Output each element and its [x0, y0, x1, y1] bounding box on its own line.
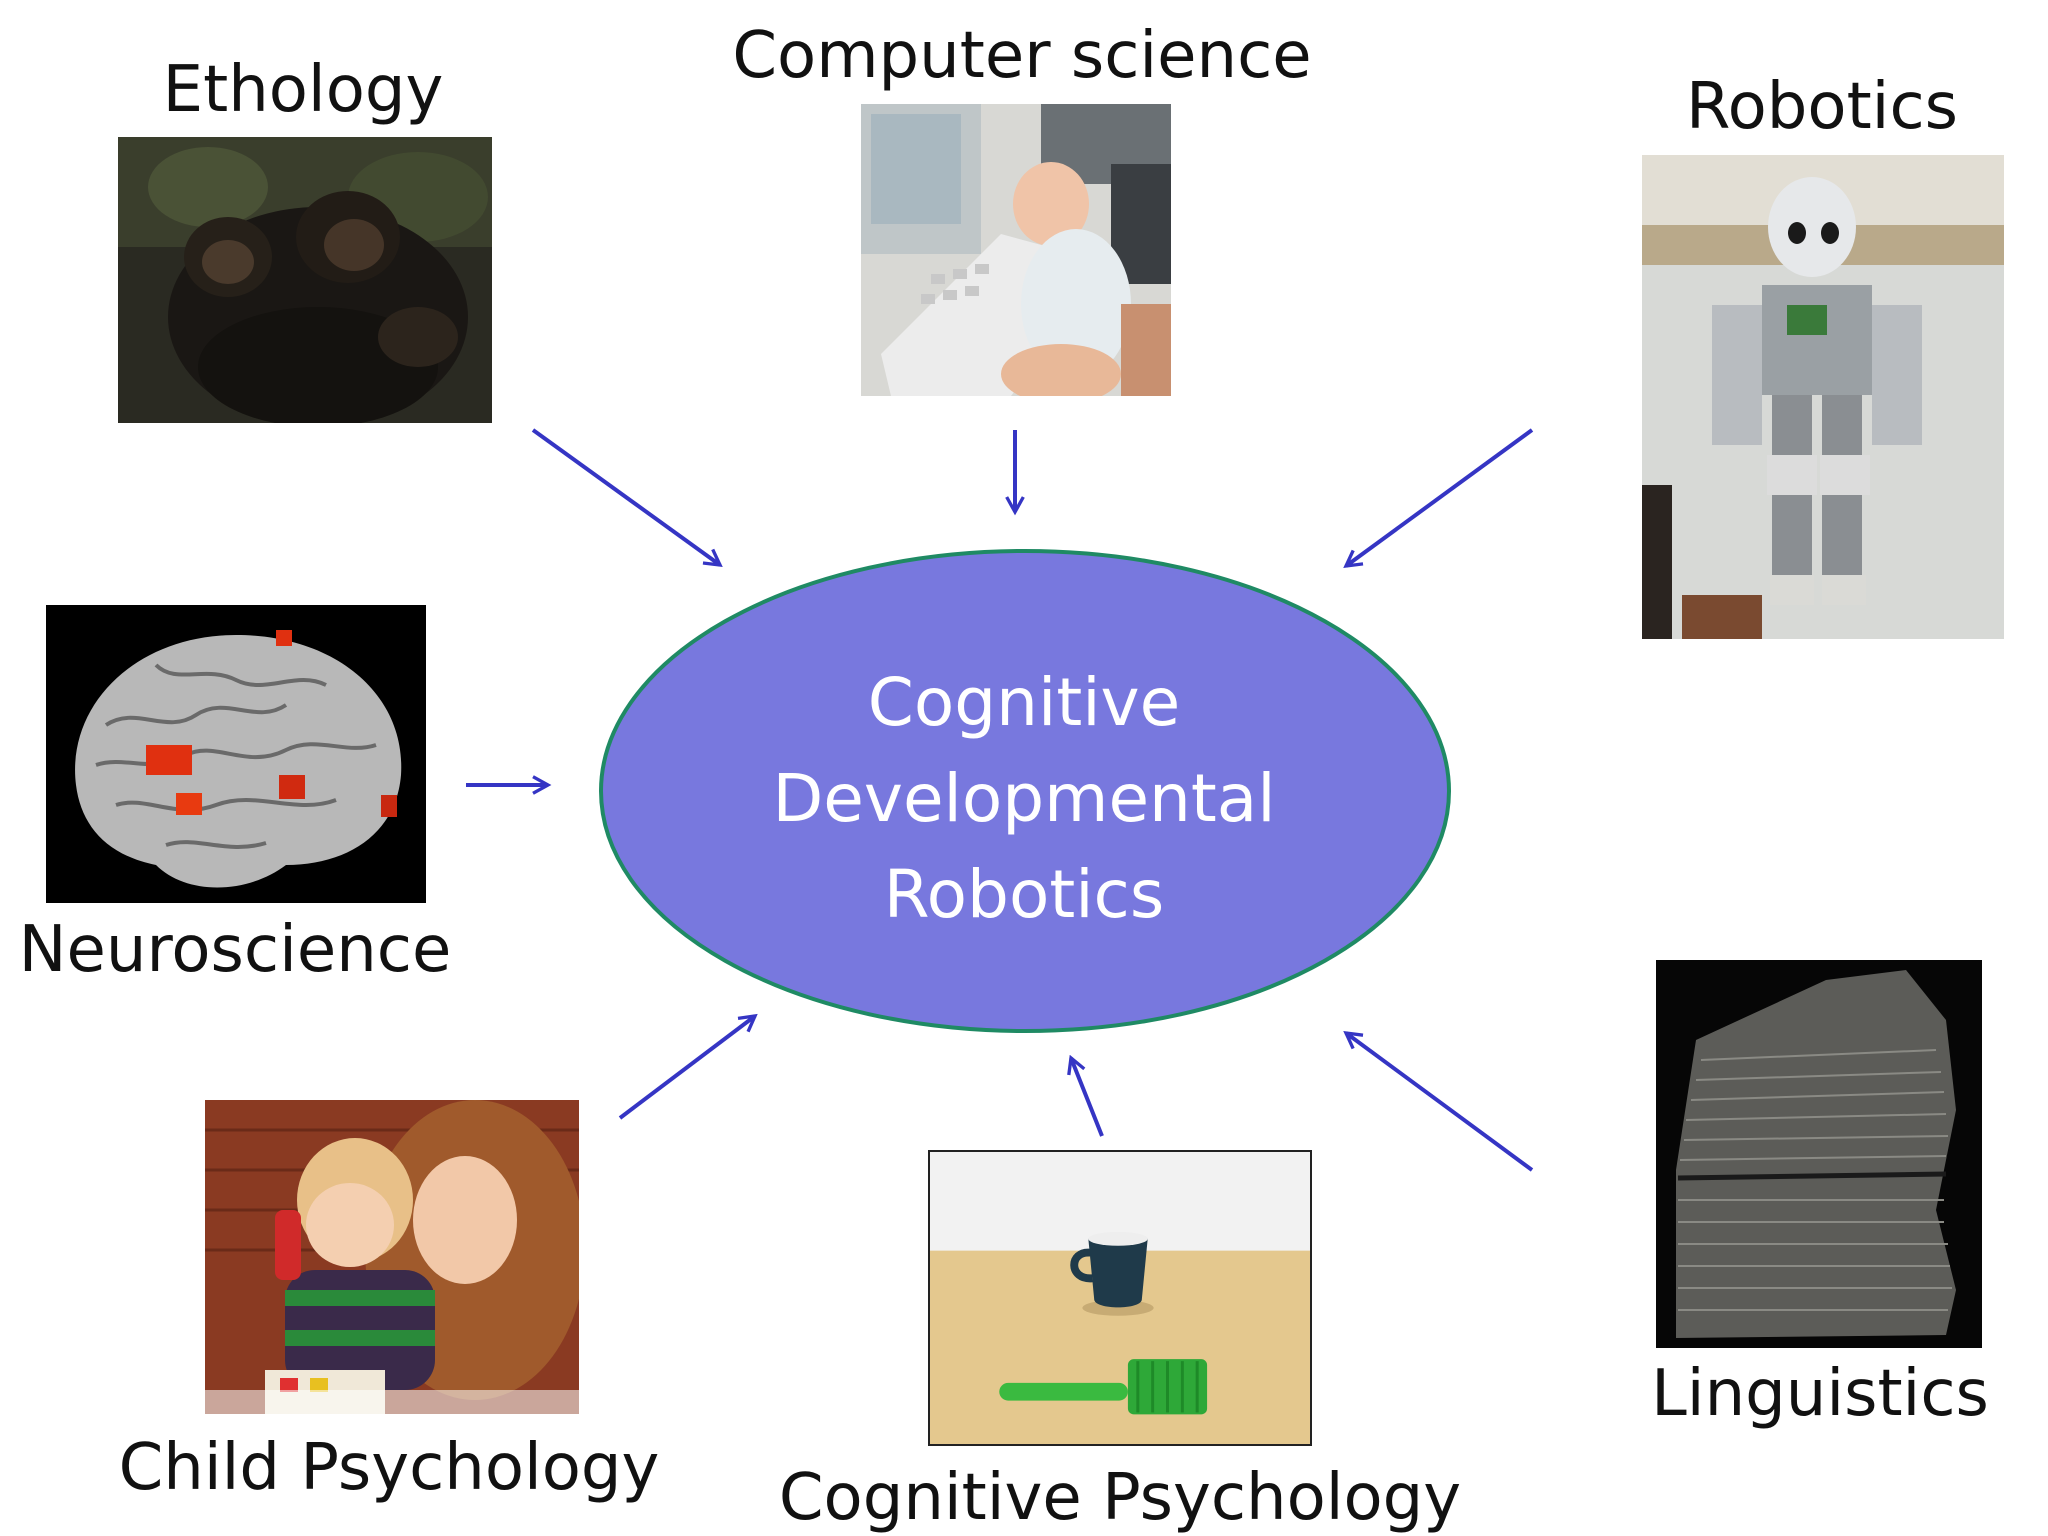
label-neuroscience: Neuroscience [18, 913, 452, 987]
baby-at-keyboard-photo [861, 104, 1171, 396]
arrow-linguistics [1346, 1033, 1534, 1172]
label-ethology: Ethology [162, 53, 444, 127]
label-cognitive-psychology: Cognitive Psychology [778, 1461, 1462, 1535]
center-title-line-1: Cognitive [867, 664, 1181, 741]
center-title: Cognitive Developmental Robotics [600, 655, 1448, 943]
inscribed-stone-photo [1656, 960, 1982, 1348]
label-linguistics: Linguistics [1651, 1357, 1989, 1431]
arrow-ethology [531, 428, 720, 565]
center-title-line-2: Developmental [772, 760, 1276, 837]
arrow-child-psychology [618, 1016, 755, 1120]
brain-scan-photo [46, 605, 426, 903]
humanoid-robot-photo [1642, 155, 2004, 639]
label-child-psychology: Child Psychology [118, 1431, 660, 1505]
label-robotics: Robotics [1686, 70, 1958, 144]
center-title-line-3: Robotics [883, 856, 1165, 933]
mother-and-child-photo [205, 1100, 579, 1414]
chimpanzee-photo [118, 137, 492, 423]
center-ellipse [599, 549, 1451, 1033]
arrow-cognitive-psychology [1071, 1058, 1104, 1137]
arrow-robotics [1346, 428, 1534, 566]
label-computer-science: Computer science [732, 19, 1312, 93]
cup-and-brush-photo [928, 1150, 1312, 1446]
